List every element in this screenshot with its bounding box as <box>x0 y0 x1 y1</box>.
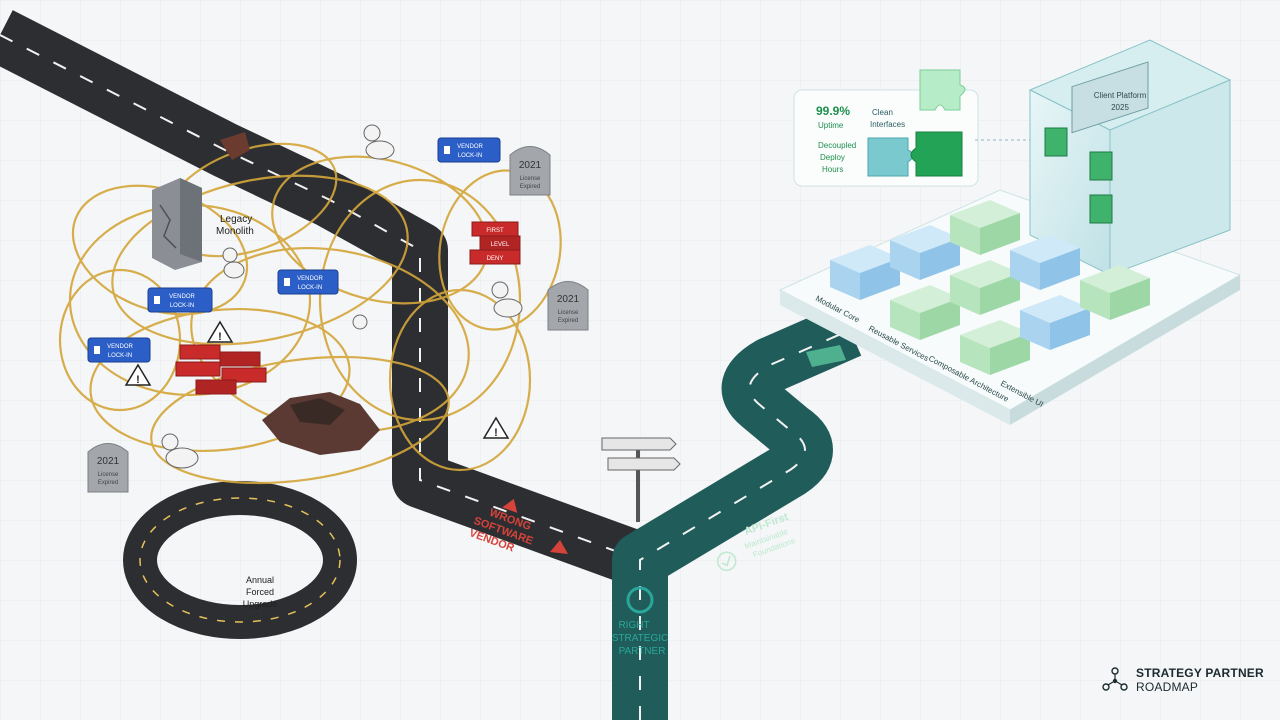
lock-badge-2-line2: LOCK-IN <box>298 285 322 291</box>
red-arrow-marker <box>550 540 568 554</box>
brand-line-1: STRATEGY PARTNER <box>1136 666 1264 680</box>
partner-line-1: RIGHT <box>618 620 649 631</box>
tombstone-license-1: 2021 License Expired <box>509 146 551 196</box>
tombstone-text-2b: Expired <box>558 318 578 324</box>
lock-badge-2: VENDOR LOCK-IN <box>277 269 339 295</box>
partner-line-2: STRATEGIC <box>612 633 668 644</box>
teal-road-flag <box>806 345 846 367</box>
tombstone-license-2: 2021 License Expired <box>547 281 589 331</box>
client-platform-building: Client Platform 2025 <box>1028 39 1232 276</box>
warning-icon: ! <box>206 320 234 343</box>
annual-upgrade-label: Annual Forced Upgrade <box>243 575 278 609</box>
metric2-label: Interfaces <box>870 120 905 129</box>
server-node <box>1044 127 1113 224</box>
block-grid <box>830 200 1150 375</box>
brand-line-2: ROADMAP <box>1136 680 1199 694</box>
lock-badge-4-line1: VENDOR <box>107 344 133 350</box>
puzzle-icon <box>867 69 966 177</box>
branding: STRATEGY PARTNER ROADMAP <box>1102 663 1272 697</box>
loop-road <box>123 481 357 639</box>
tombstone-text-3a: License <box>98 472 119 478</box>
lock-badge-1-line2: LOCK-IN <box>458 153 482 159</box>
right-partner-marker: RIGHT STRATEGIC PARTNER <box>612 586 668 657</box>
loop-label-2: Forced <box>246 587 274 597</box>
broken-road-rubble <box>220 132 380 455</box>
lego-block <box>950 260 1020 315</box>
lock-badge-1: VENDOR LOCK-IN <box>437 137 501 163</box>
metric3-line3: Hours <box>822 165 843 174</box>
tombstone-text-1b: Expired <box>520 184 540 190</box>
building-title-2: 2025 <box>1111 103 1129 112</box>
lock-badge-4: VENDOR LOCK-IN <box>87 337 151 363</box>
lego-block <box>890 285 960 340</box>
signpost <box>601 437 681 522</box>
lego-block <box>1010 235 1080 290</box>
network-icon <box>1102 667 1128 691</box>
tangled-figure-icon <box>161 124 523 469</box>
lock-badge-4-line2: LOCK-IN <box>108 353 132 359</box>
building-title-1: Client Platform <box>1094 91 1147 100</box>
svg-text:!: ! <box>218 331 222 343</box>
teal-road <box>612 304 862 720</box>
partner-line-3: PARTNER <box>619 646 666 657</box>
tombstone-text-3b: Expired <box>98 480 118 486</box>
monolith-label-1: Legacy <box>220 214 252 225</box>
firewall-bricks-1: FIRST LEVEL DENY <box>469 221 521 265</box>
loop-label-1: Annual <box>246 575 274 585</box>
loop-label-3: Upgrade <box>243 599 278 609</box>
firewall-text-1: FIRST <box>486 228 504 234</box>
tombstone-year-1: 2021 <box>519 160 542 171</box>
lego-block <box>1020 295 1090 350</box>
warning-icon: ! <box>482 416 510 439</box>
svg-text:!: ! <box>494 427 498 439</box>
uptime-value: 99.9% <box>816 104 850 118</box>
lego-block <box>1080 265 1150 320</box>
tombstone-year-2: 2021 <box>557 294 580 305</box>
lego-block <box>830 245 900 300</box>
tombstone-year-3: 2021 <box>97 456 120 467</box>
tombstone-text-1a: License <box>520 176 541 182</box>
metric2-value: Clean <box>872 108 893 117</box>
tombstone-license-3: 2021 License Expired <box>87 443 129 493</box>
uptime-label: Uptime <box>818 121 844 130</box>
tombstone-text-2a: License <box>558 310 579 316</box>
monolith-label-2: Monolith <box>216 226 254 237</box>
firewall-text-3: DENY <box>487 256 504 262</box>
metric3-line1: Decoupled <box>818 141 856 150</box>
lego-block <box>890 225 960 280</box>
firewall-bricks-2 <box>175 344 267 395</box>
lego-block <box>960 320 1030 375</box>
firewall-text-2: LEVEL <box>491 242 510 248</box>
lock-badge-3-line1: VENDOR <box>169 294 195 300</box>
metrics-card: 99.9% Uptime Clean Interfaces Decoupled … <box>793 69 979 187</box>
lock-badge-2-line1: VENDOR <box>297 276 323 282</box>
legacy-monolith: Legacy Monolith <box>152 178 254 270</box>
lock-badge-3-line2: LOCK-IN <box>170 303 194 309</box>
svg-text:!: ! <box>136 374 140 386</box>
lock-badge-1-line1: VENDOR <box>457 144 483 150</box>
lego-block <box>950 200 1020 255</box>
lock-badge-3: VENDOR LOCK-IN <box>147 287 213 313</box>
metric3-line2: Deploy <box>820 153 845 162</box>
warning-icon: ! <box>124 363 152 386</box>
